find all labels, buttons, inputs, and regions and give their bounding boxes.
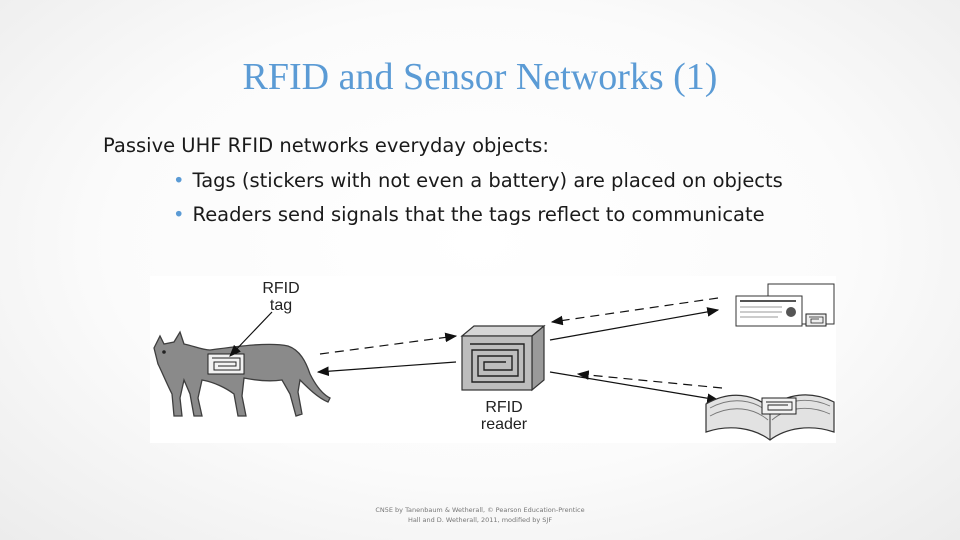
bullet-icon: • — [173, 169, 185, 192]
lead-text: Passive UHF RFID networks everyday objec… — [103, 134, 549, 157]
rfid-reader-label: RFID reader — [480, 399, 528, 433]
open-book-icon — [705, 394, 835, 441]
bullet-icon: • — [173, 203, 185, 226]
bullet-item: • Tags (stickers with not even a battery)… — [173, 164, 923, 198]
bullet-text: Readers send signals that the tags refle… — [192, 203, 765, 226]
cat-icon — [153, 330, 331, 417]
slide-title: RFID and Sensor Networks (1) — [242, 56, 718, 98]
bullet-item: • Readers send signals that the tags refl… — [173, 198, 923, 232]
rfid-diagram: RFID tag RFID reader — [150, 276, 836, 443]
bullet-list: • Tags (stickers with not even a battery)… — [103, 164, 923, 232]
bullet-text: Tags (stickers with not even a battery) … — [192, 169, 783, 192]
rfid-reader-icon — [460, 324, 546, 392]
rfid-diagram-svg — [153, 283, 835, 441]
id-cards-icon — [735, 283, 835, 327]
slide-footer: CN5E by Tanenbaum & Wetherall, © Pearson… — [375, 506, 585, 524]
rfid-tag-label: RFID tag — [262, 280, 300, 314]
slide-body: Passive UHF RFID networks everyday objec… — [103, 131, 923, 232]
tag-pointer-arrow — [229, 311, 273, 357]
